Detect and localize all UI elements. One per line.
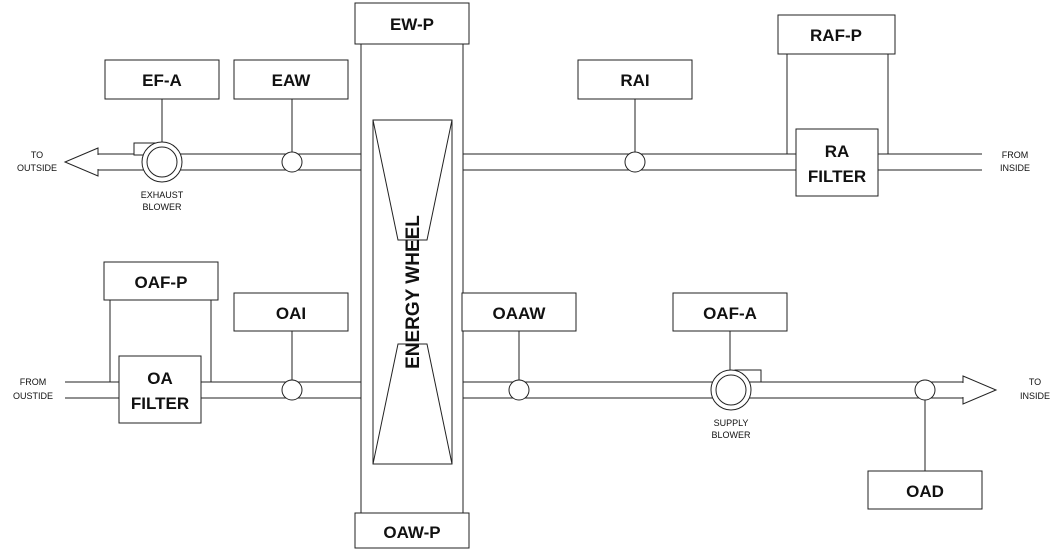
raf-p-label: RAF-P [810,26,862,45]
energy-wheel-label: ENERGY WHEEL [403,215,424,369]
eaw-box [233,59,349,100]
exhaust-blower-icon [133,141,183,183]
energy-wheel-group: EW-P OAW-P ENERGY WHEEL [354,2,470,549]
oaaw-label: OAAW [493,304,547,323]
oaaw-box [461,292,577,332]
energy-wheel-box [372,119,453,465]
supply-blower-label-2: BLOWER [711,430,751,440]
to-inside-label-1: TO [1029,377,1041,387]
ef-a-label: EF-A [142,71,182,90]
oad-box [867,470,983,510]
ew-p-label: EW-P [390,15,434,34]
to-outside-label-2: OUTSIDE [17,163,57,173]
oaf-a-box [672,292,788,332]
oaw-p-box [354,512,470,549]
from-outside-label-1: FROM [20,377,47,387]
supply-blower-label-1: SUPPLY [714,418,749,428]
eaw-label: EAW [272,71,312,90]
oai-label: OAI [276,304,306,323]
oad-label: OAD [906,482,944,501]
raf-p-box [777,14,896,55]
wheel-lower-chevron [372,343,453,465]
oaw-p-label: OAW-P [383,523,440,542]
supply-blower-icon [710,369,762,411]
wheel-upper-chevron [372,119,453,241]
ew-p-box [354,2,470,45]
oa-filter-label-2: FILTER [131,394,189,413]
exhaust-duct [63,147,982,177]
to-outside-label-1: TO [31,150,43,160]
supply-duct [65,375,998,405]
ef-a-box [104,59,220,100]
from-inside-label-1: FROM [1002,150,1029,160]
oad-sensor-icon [914,379,936,401]
oa-filter-label-1: OA [147,369,173,388]
oaf-p-label: OAF-P [135,273,188,292]
oaf-a-label: OAF-A [703,304,757,323]
to-outside-arrow-icon [63,147,99,177]
oa-filter-box [118,355,202,424]
eaw-sensor-icon [281,151,303,173]
oaaw-sensor-icon [508,379,530,401]
rai-label: RAI [620,71,649,90]
exhaust-blower-label-2: BLOWER [142,202,182,212]
from-outside-label-2: OUSTIDE [13,391,53,401]
ra-filter-label-2: FILTER [808,167,866,186]
to-inside-arrow-icon [962,375,998,405]
oaf-p-box [103,261,219,301]
to-inside-label-2: INSIDE [1020,391,1050,401]
ra-filter-box [795,128,879,197]
oai-box [233,292,349,332]
rai-sensor-icon [624,151,646,173]
exhaust-blower-label-1: EXHAUST [141,190,184,200]
ra-filter-label-1: RA [825,142,850,161]
oai-sensor-icon [281,379,303,401]
from-inside-label-2: INSIDE [1000,163,1030,173]
